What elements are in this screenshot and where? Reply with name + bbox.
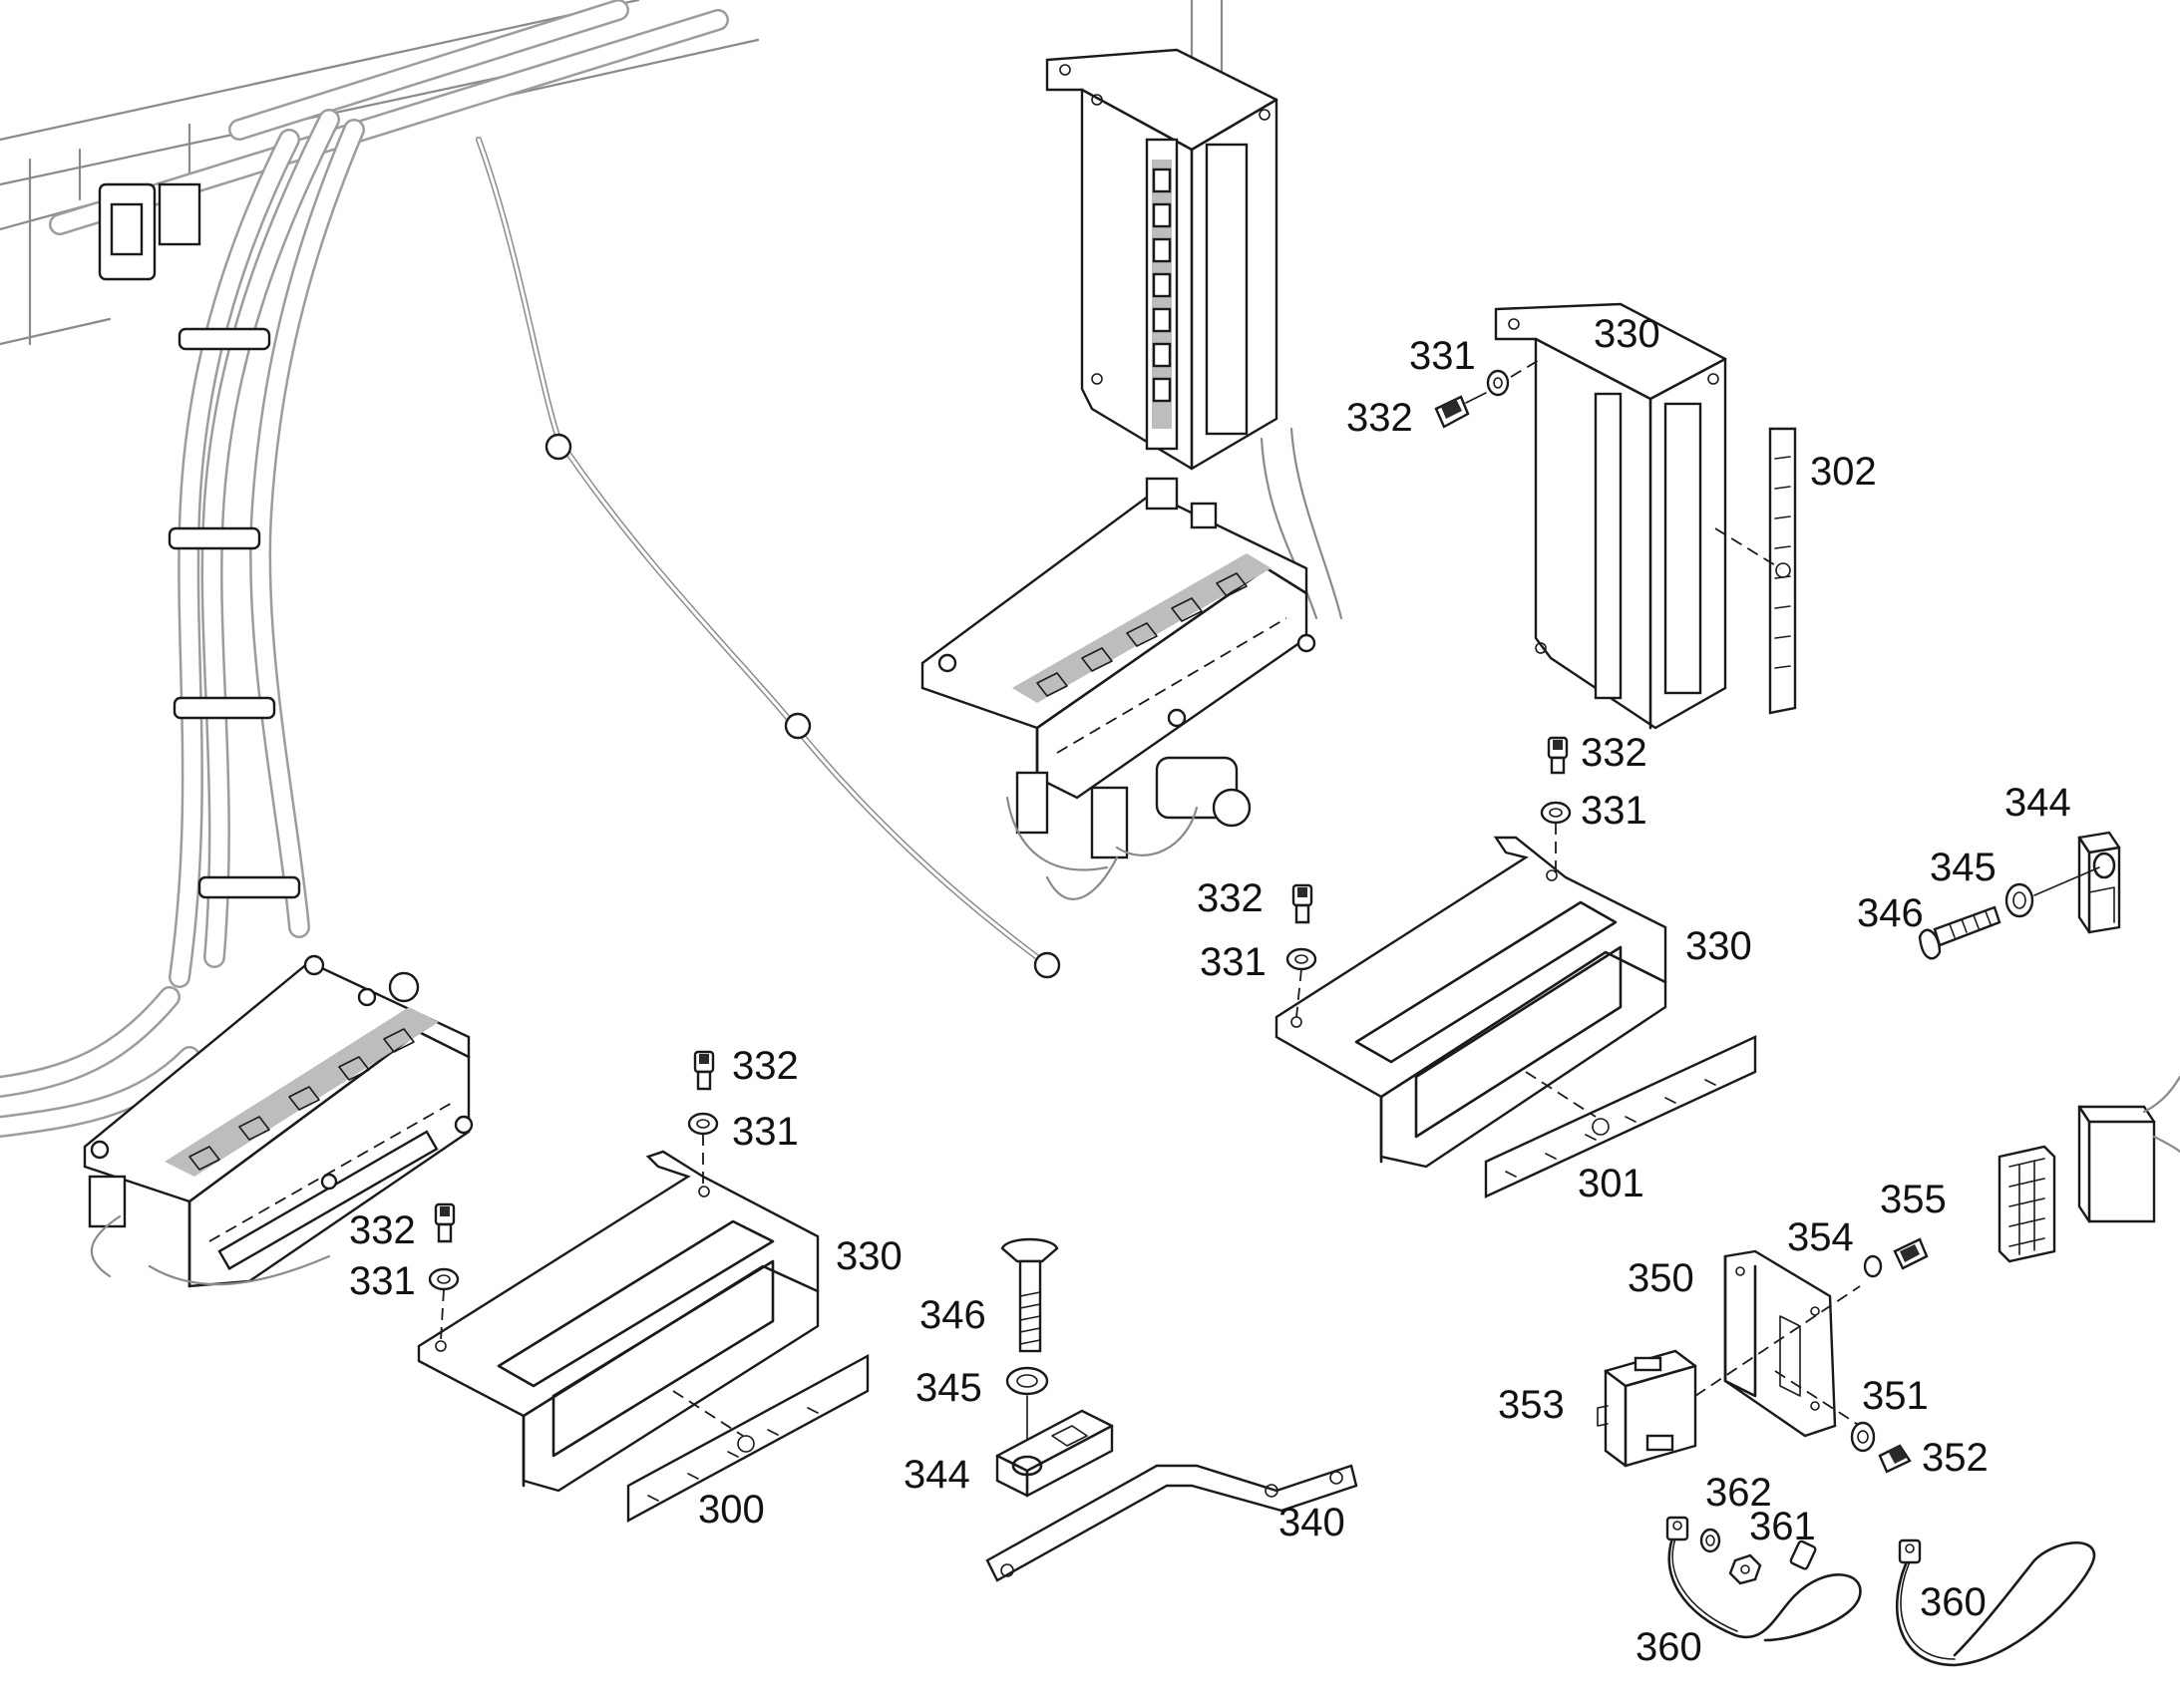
part-360-ground-cable-right — [1895, 1538, 2096, 1667]
part-344-clip-right — [2077, 831, 2121, 934]
part-361-nut — [1728, 1553, 1762, 1585]
part-330-vertical-bracket — [1494, 302, 1727, 730]
callout-300: 300 — [698, 1488, 765, 1532]
callout-351: 351 — [1862, 1374, 1929, 1418]
part-301-label-strip — [1484, 1035, 1757, 1198]
part-331-washer-left-lower — [428, 1267, 460, 1291]
part-354-washer — [1863, 1254, 1883, 1278]
part-362-washer — [1699, 1528, 1721, 1553]
callout-354: 354 — [1787, 1215, 1854, 1259]
part-350-angle-bracket — [1723, 1249, 1837, 1438]
part-345-washer-bottom — [1005, 1366, 1049, 1396]
callout-346-bottom: 346 — [919, 1293, 986, 1337]
machine-boom-background — [0, 0, 1343, 1138]
part-344-clip-bottom — [995, 1409, 1114, 1498]
callout-362: 362 — [1705, 1471, 1772, 1515]
part-332-screw-top — [1434, 392, 1487, 429]
callout-labels: 300 301 302 330 330 330 331 331 331 331 … — [349, 312, 2071, 1669]
callout-344-bottom: 344 — [904, 1453, 970, 1497]
callout-330-right: 330 — [1685, 924, 1752, 968]
part-346-bolt-bottom — [1000, 1237, 1059, 1353]
part-332-screw-left — [693, 1050, 715, 1091]
part-330-left-bracket — [417, 1150, 820, 1493]
installed-left-bracket-assembly — [83, 954, 474, 1288]
part-330-right-bracket — [1274, 836, 1667, 1169]
callout-346-right: 346 — [1857, 891, 1924, 935]
installed-upper-bracket-assembly — [920, 48, 1316, 900]
callout-331-right-lower: 331 — [1200, 940, 1267, 984]
part-355-screw — [1893, 1237, 1929, 1270]
callout-360-left: 360 — [1635, 1625, 1702, 1669]
part-300-label-strip — [626, 1353, 870, 1524]
callout-361: 361 — [1749, 1505, 1816, 1548]
callout-360-right: 360 — [1920, 1580, 1987, 1624]
callout-331-right: 331 — [1581, 789, 1647, 833]
part-331-washer-right — [1540, 801, 1572, 825]
part-346-bolt-right — [1918, 905, 2001, 960]
part-351-washer — [1850, 1421, 1876, 1453]
left-terminal-strip — [165, 1007, 439, 1177]
part-332-screw-left-lower — [434, 1202, 456, 1243]
connector-housing — [1998, 1075, 2180, 1263]
callout-332-left: 332 — [732, 1044, 799, 1088]
callout-332-top: 332 — [1346, 396, 1413, 440]
callout-331-left-lower: 331 — [349, 1259, 416, 1303]
callout-330-top: 330 — [1594, 312, 1660, 356]
middle-terminal-strip — [1012, 553, 1272, 703]
callout-350: 350 — [1628, 1256, 1694, 1300]
part-331-washer-right-lower — [1285, 947, 1317, 971]
callout-301: 301 — [1578, 1162, 1644, 1205]
part-332-screw-right-lower — [1291, 883, 1313, 924]
part-352-screw — [1878, 1444, 1912, 1474]
callout-355: 355 — [1880, 1178, 1947, 1221]
callout-332-right-lower: 332 — [1197, 876, 1264, 920]
callout-330-left: 330 — [836, 1234, 903, 1278]
callout-353: 353 — [1498, 1383, 1565, 1427]
part-331-washer-left — [687, 1112, 719, 1136]
part-360-ground-cable-left — [1665, 1516, 1862, 1642]
part-353-relay-module — [1597, 1349, 1697, 1468]
callout-332-left-lower: 332 — [349, 1208, 416, 1252]
part-340-support-bar — [985, 1464, 1358, 1582]
part-331-washer-top — [1486, 369, 1510, 397]
callout-345-right: 345 — [1930, 846, 1997, 889]
part-332-screw-right — [1547, 736, 1569, 775]
upper-terminal-strip — [1152, 160, 1172, 429]
callout-340: 340 — [1278, 1501, 1345, 1544]
part-345-washer-right — [2004, 882, 2034, 918]
callout-344-right: 344 — [2004, 781, 2071, 825]
callout-345-bottom: 345 — [915, 1366, 982, 1410]
callout-352: 352 — [1922, 1436, 1989, 1480]
part-302-label-strip — [1714, 427, 1797, 715]
callout-331-top: 331 — [1409, 334, 1476, 378]
callout-331-left: 331 — [732, 1110, 799, 1154]
callout-302: 302 — [1810, 450, 1877, 494]
callout-332-right: 332 — [1581, 731, 1647, 775]
